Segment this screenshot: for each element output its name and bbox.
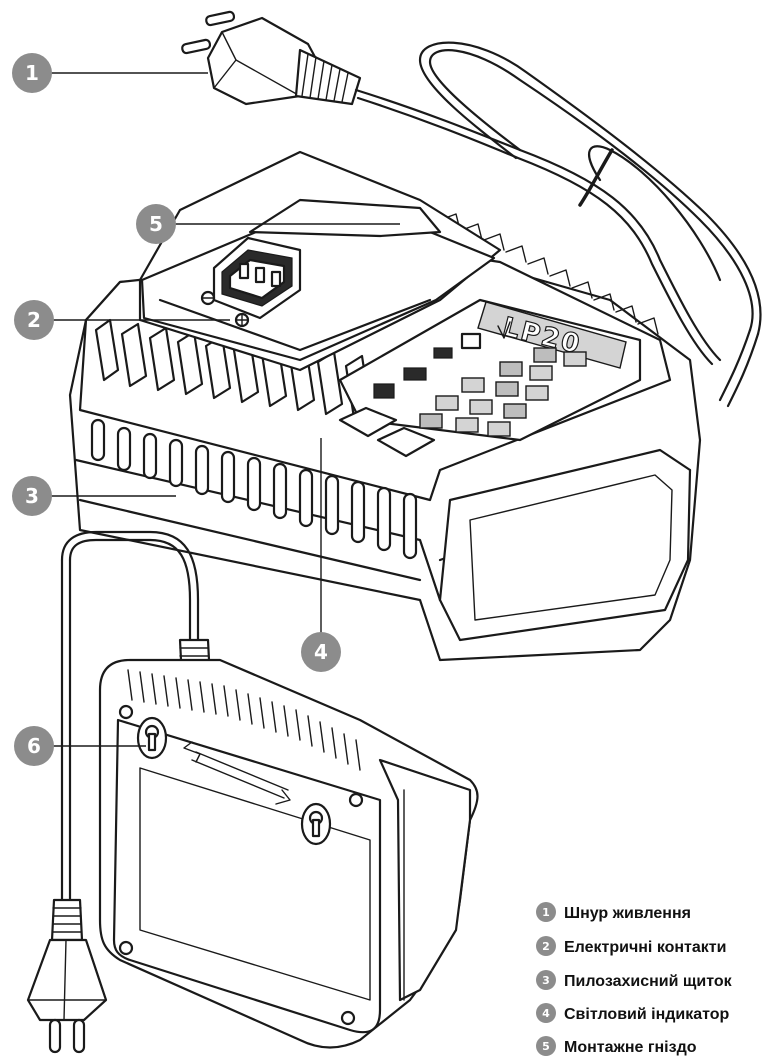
callout-6: 6	[14, 726, 146, 766]
mode-button[interactable]	[338, 406, 398, 438]
svg-text:2: 2	[27, 308, 41, 332]
callout-5: 5	[136, 204, 400, 244]
svg-text:5: 5	[542, 1040, 550, 1053]
svg-text:6: 6	[27, 734, 41, 758]
vent-fins-side	[439, 213, 659, 335]
battery-plus-icon	[460, 332, 482, 350]
svg-text:4: 4	[314, 640, 328, 664]
callout-2: 2	[14, 300, 230, 340]
svg-text:2: 2	[542, 940, 550, 953]
svg-text:1: 1	[25, 61, 39, 85]
power-plug-bottom	[26, 898, 108, 1054]
svg-text:3: 3	[25, 484, 39, 508]
svg-text:Електричні контакти: Електричні контакти	[564, 939, 726, 956]
vent-fins-bottom	[127, 669, 361, 771]
svg-text:3: 3	[542, 974, 550, 987]
svg-text:Пилозахисний щиток: Пилозахисний щиток	[564, 973, 733, 990]
svg-text:4: 4	[542, 1007, 550, 1020]
charger-bottom-view	[60, 530, 479, 1049]
control-panel: LP20	[338, 298, 642, 458]
warning-icon	[373, 383, 395, 399]
indicator-lights	[419, 347, 587, 437]
legend-item-4: 4 Світловий індикатор	[536, 1003, 730, 1023]
legend-item-5: 5 Монтажне гніздо	[536, 1036, 697, 1056]
svg-text:Монтажне гніздо: Монтажне гніздо	[564, 1039, 697, 1056]
svg-text:Шнур живлення: Шнур живлення	[564, 905, 691, 922]
battery-full-icon	[403, 367, 427, 381]
callout-3: 3	[12, 476, 176, 516]
svg-text:5: 5	[149, 212, 163, 236]
callout-1: 1	[12, 53, 208, 93]
legend-item-1: 1 Шнур живлення	[536, 902, 691, 922]
wall-mount-keyhole	[136, 716, 332, 846]
callouts: 1 2 3 4 5 6	[12, 53, 400, 766]
battery-mount-slot	[138, 150, 502, 372]
select-button[interactable]	[376, 426, 436, 458]
legend: 1 Шнур живлення 2 Електричні контакти 3 …	[536, 902, 733, 1056]
svg-text:Світловий індикатор: Світловий індикатор	[564, 1006, 730, 1023]
check-plug-icon	[497, 321, 511, 339]
callout-4: 4	[301, 438, 341, 672]
vent-slots-lower	[90, 418, 418, 560]
legend-item-2: 2 Електричні контакти	[536, 936, 726, 956]
legend-item-3: 3 Пилозахисний щиток	[536, 970, 733, 990]
power-cord-top	[181, 10, 762, 408]
battery-level-icon	[433, 347, 453, 359]
svg-text:1: 1	[542, 906, 550, 919]
charger-main: LP20	[68, 150, 702, 662]
